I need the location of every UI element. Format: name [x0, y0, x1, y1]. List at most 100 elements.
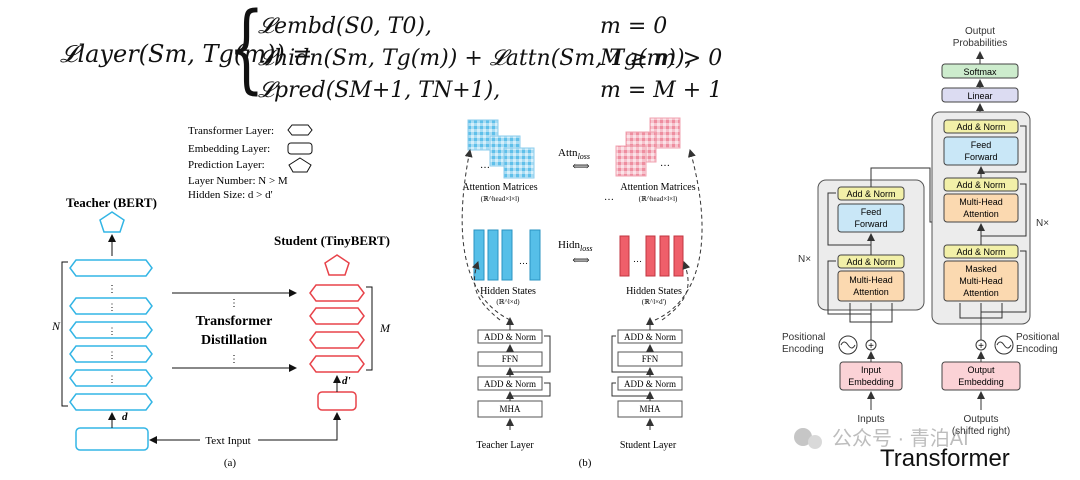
student-transformer-layer: [309, 284, 365, 302]
attn-loss-label: Attnloss: [558, 147, 590, 161]
decoder-add-norm-1-label: Add & Norm: [956, 122, 1005, 132]
decoder-masked-label-2: Multi-Head: [959, 276, 1003, 286]
teacher-residual: [510, 335, 551, 373]
student-layer-stack: ADD & Norm FFN ADD & Norm MHA: [611, 149, 703, 430]
equation-cond-embd: m = 0: [600, 14, 668, 39]
student-transformer-layer: [309, 355, 365, 373]
teacher-prediction-layer: [99, 211, 125, 233]
panel-b-caption: (b): [579, 457, 592, 469]
decoder-add-norm-2-label: Add & Norm: [956, 180, 1005, 190]
decoder-residual-1: [981, 250, 1027, 313]
teacher-add-norm-bottom-label: ADD & Norm: [484, 379, 536, 389]
student-m-bracket: [366, 286, 373, 371]
teacher-hidden-label: Hidden States: [480, 286, 536, 297]
student-stack: ⋮ d' M: [309, 284, 391, 411]
student-attention-label: Attention Matrices: [620, 182, 695, 193]
student-transformer-layer: [309, 307, 365, 325]
encoder-multi-head-attention: [837, 270, 905, 302]
equation-brace: {: [228, 0, 265, 104]
encoder-nx-label: N×: [798, 254, 811, 265]
transformer-title: Transformer: [880, 445, 1010, 472]
teacher-hidden-dashed-arrow: [471, 261, 501, 321]
hidn-loss-sub: loss: [580, 244, 592, 253]
decoder-residual-2: [981, 183, 1027, 237]
input-emb-label-2: Embedding: [848, 377, 894, 387]
distill-dots-bottom: ⋮: [229, 354, 239, 365]
distill-label-line1: Transformer: [196, 314, 273, 329]
decoder-masked-attention: [943, 260, 1019, 302]
panel-a-tinybert-overview: Transformer Layer: Embedding Layer: Pred…: [51, 124, 391, 469]
encoder-input-split: [849, 303, 893, 340]
student-attn-ellipsis: …: [660, 158, 670, 169]
teacher-n-bracket: [61, 261, 68, 407]
decoder-add-norm-1: [943, 119, 1019, 134]
legend-prediction-layer: Prediction Layer:: [188, 159, 265, 171]
text-input-arrow-student: [258, 412, 341, 441]
distill-label-line2: Distillation: [201, 333, 267, 348]
student-m-label: M: [379, 321, 391, 335]
student-title: Student (TinyBERT): [274, 233, 390, 248]
student-attn-ellipsis-right: …: [604, 192, 614, 203]
teacher-mha-label: MHA: [499, 404, 521, 414]
teacher-attention-label: Attention Matrices: [462, 182, 537, 193]
decoder-feed-forward: [943, 136, 1019, 166]
student-layer-label: Student Layer: [620, 440, 677, 451]
decoder-residual-3: [981, 125, 1027, 173]
legend-transformer-layer: Transformer Layer:: [188, 125, 274, 137]
output-prob-label-1: Output: [965, 26, 995, 37]
watermark-text: 公众号 · 青泊AI: [832, 427, 969, 450]
legend-hidden-size: Hidden Size: d > d': [188, 189, 273, 201]
teacher-attn-ellipsis: …: [480, 160, 490, 171]
teacher-layer-label: Teacher Layer: [476, 440, 534, 451]
teacher-add-norm-top-label: ADD & Norm: [484, 332, 536, 342]
teacher-hidden-dim: (ℝ^l×d): [496, 298, 520, 306]
equation-row-embd: 𝓛embd(S0, T0),: [258, 14, 432, 39]
teacher-dots: ⋮: [108, 350, 117, 360]
student-attention-matrix: [615, 145, 647, 177]
encoder-positional-label-2: Encoding: [782, 344, 824, 355]
outputs-label-1: Outputs: [963, 414, 998, 425]
encoder-residual-1: [827, 260, 871, 315]
teacher-title: Teacher (BERT): [66, 195, 157, 210]
teacher-attention-matrices: …: [467, 119, 535, 179]
distill-dots-top: ⋮: [229, 298, 239, 309]
wechat-icon: [794, 428, 812, 446]
teacher-attn-dashed-arrow: [461, 149, 511, 321]
equation-cond-pred: m = M + 1: [600, 78, 723, 103]
encoder-add-circle: [865, 339, 877, 351]
encoder-mha-label-2: Attention: [853, 287, 889, 297]
legend: Transformer Layer: Embedding Layer: Pred…: [188, 124, 313, 201]
outputs-label-2: (shifted right): [952, 426, 1010, 437]
teacher-hidden-bar: [473, 229, 485, 281]
legend-transformer-shape: [287, 124, 313, 136]
teacher-ffn-label: FFN: [502, 354, 519, 364]
equation-row-pred: 𝓛pred(SM+1, TN+1),: [258, 78, 501, 103]
teacher-transformer-layer: [69, 393, 153, 411]
encoder-mha-label-1: Multi-Head: [849, 275, 893, 285]
attn-loss-arrow: ⟺: [572, 159, 589, 173]
teacher-embedding-layer: [75, 427, 149, 451]
hidn-loss-main: Hidn: [558, 239, 581, 251]
wechat-icon-secondary: [808, 435, 822, 449]
teacher-dots: ⋮: [108, 326, 117, 336]
teacher-transformer-layer: [69, 297, 153, 315]
student-hidden-states: …: [619, 235, 684, 277]
panel-b-distillation-losses: … Attnloss ⟺ … Attention Matrices (ℝ^hea…: [461, 117, 703, 469]
teacher-residual: [510, 382, 551, 397]
teacher-transformer-layer: [69, 345, 153, 363]
softmax-box: [941, 63, 1019, 79]
teacher-stack: ⋮ ⋮ ⋮ ⋮ ⋮ d N: [51, 259, 153, 451]
teacher-hidden-bar: [487, 229, 499, 281]
teacher-layer-stack: ADD & Norm FFN ADD & Norm MHA: [461, 149, 551, 430]
decoder-positional-label-2: Encoding: [1016, 344, 1058, 355]
encoder-add-norm-top-label: Add & Norm: [846, 189, 895, 199]
legend-embedding-layer: Embedding Layer:: [188, 143, 270, 155]
decoder-multi-head-attention: [943, 193, 1019, 223]
teacher-hidden-ellipsis: …: [519, 256, 528, 266]
student-transformer-layer: [309, 331, 365, 349]
decoder-add-norm-3-label: Add & Norm: [956, 247, 1005, 257]
softmax-label: Softmax: [963, 67, 997, 77]
encoder-ff-label-2: Forward: [854, 219, 887, 229]
teacher-n-label: N: [51, 319, 61, 333]
student-hidden-bar: [659, 235, 670, 277]
